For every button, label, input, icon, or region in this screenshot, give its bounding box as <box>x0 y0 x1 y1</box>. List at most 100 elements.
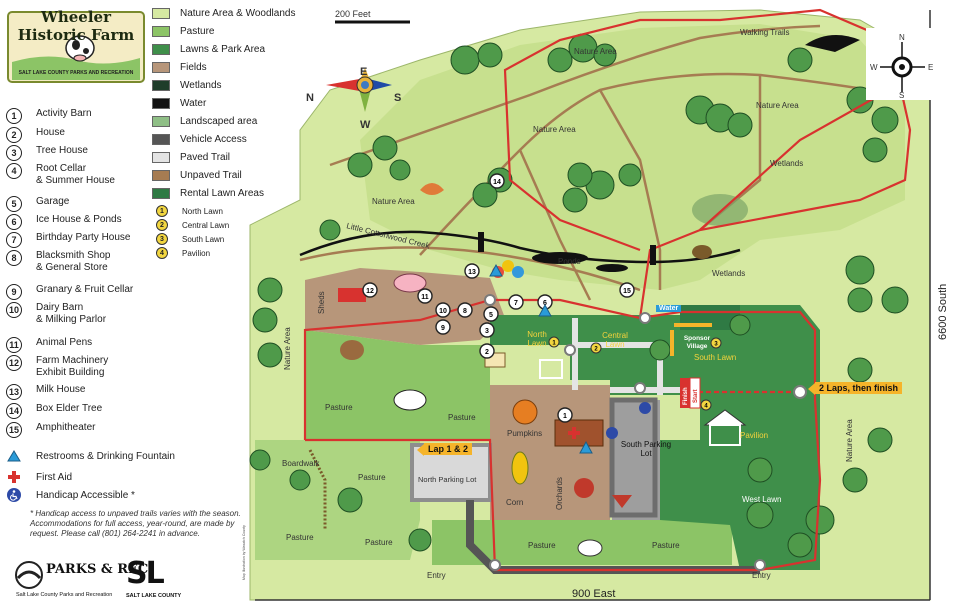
pavilion-base <box>709 424 741 446</box>
boardwalk-path <box>308 449 327 530</box>
label-central-lawn: Central Lawn <box>602 331 628 349</box>
key-label: Activity Barn <box>36 108 92 119</box>
lawn-marker-label-2: 2 <box>594 347 598 353</box>
bridge-west <box>478 232 484 252</box>
label-pasture-6: Pasture <box>528 541 556 550</box>
lawn-marker-label-1: 1 <box>552 341 556 347</box>
wheeler-farm-logo: Wheeler Historic Farm SALT LAKE COUNTY P… <box>6 4 146 84</box>
label-pumpkins: Pumpkins <box>507 429 542 438</box>
lawn-marker-1 <box>548 336 560 348</box>
walking-trail-connector <box>598 89 662 290</box>
bird-silhouette <box>805 35 860 52</box>
key-number: 9 <box>6 284 22 300</box>
pasture-north-west <box>305 330 420 440</box>
key-item-7: 7 Birthday Party House <box>6 232 131 248</box>
label-nature-area-east: Nature Area <box>845 419 854 462</box>
key-item-10: 10 Dairy Barn & Milking Parlor <box>6 302 106 326</box>
lawn-marker-4 <box>700 399 712 411</box>
small-compass-n: N <box>899 33 905 42</box>
map-marker-label-2: 2 <box>485 349 489 356</box>
label-entry-1: Entry <box>427 571 446 580</box>
key-number: 13 <box>6 384 22 400</box>
map-marker-label-3: 3 <box>485 328 489 335</box>
upper-nature-area <box>360 24 905 290</box>
map-marker-label-5: 5 <box>489 312 493 319</box>
map-marker-7 <box>508 294 524 310</box>
compass-w: W <box>360 119 371 131</box>
label-start: Start <box>693 389 699 403</box>
map-marker-5 <box>483 306 499 322</box>
swatch-row: Wetlands <box>152 80 222 91</box>
label-pasture-7: Pasture <box>652 541 680 550</box>
key-label: Birthday Party House <box>36 232 131 243</box>
key-number: 15 <box>6 422 22 438</box>
swatch-label: Water <box>180 98 207 109</box>
swatch-label: Wetlands <box>180 80 222 91</box>
corn-art <box>511 451 529 485</box>
label-finish: Finish <box>683 387 689 405</box>
label-road-900-east: 900 East <box>572 588 615 600</box>
lawn-marker-2 <box>590 342 602 354</box>
small-compass-e: E <box>928 63 933 72</box>
restroom-key: Restrooms & Drinking Fountain <box>6 450 175 462</box>
duck-art <box>692 245 712 259</box>
first-aid-cross-icon <box>6 470 22 484</box>
logo-title: Wheeler Historic Farm <box>17 8 135 44</box>
tree-cluster <box>249 33 909 558</box>
map-marker-label-10: 10 <box>439 308 447 315</box>
salt-lake-county-logo: SL SALT LAKE COUNTY <box>126 556 196 602</box>
lawn-number: 1 <box>156 205 168 217</box>
wetlands-patch <box>692 194 748 226</box>
lawn-label: North Lawn <box>182 206 223 216</box>
small-compass-w: W <box>870 63 878 72</box>
swatch-row: Vehicle Access <box>152 134 247 145</box>
pond-2 <box>596 264 628 272</box>
north-central-lawns <box>490 315 680 395</box>
map-marker-label-12: 12 <box>366 288 374 295</box>
map-marker-11 <box>417 288 433 304</box>
small-compass <box>880 42 925 92</box>
swatch-color <box>152 44 170 55</box>
cherry-art <box>574 478 594 498</box>
map-marker-14 <box>489 173 505 189</box>
label-pasture-1: Pasture <box>325 403 353 412</box>
map-marker-15 <box>619 282 635 298</box>
swatch-color <box>152 188 170 199</box>
south-parking-lot-border <box>609 397 658 518</box>
key-number: 7 <box>6 232 22 248</box>
map-restroom-2 <box>579 440 593 454</box>
bridge-east <box>650 245 656 265</box>
butterfly-art <box>420 183 444 195</box>
key-label: Ice House & Ponds <box>36 214 122 225</box>
key-number: 4 <box>6 163 22 179</box>
swatch-row: Unpaved Trail <box>152 170 242 181</box>
label-north-lawn: North Lawn <box>527 330 547 348</box>
walking-trail-north <box>329 24 821 167</box>
sponsor-village-bar <box>674 323 712 327</box>
map-restroom-1 <box>538 303 552 317</box>
key-number: 10 <box>6 302 22 318</box>
swatch-color <box>152 116 170 127</box>
handicap-label: Handicap Accessible * <box>36 489 135 501</box>
lawn-label: Central Lawn <box>182 220 230 230</box>
map-marker-label-11: 11 <box>421 294 429 301</box>
sl-logo-subtext: SALT LAKE COUNTY <box>126 593 182 599</box>
cow-art <box>393 389 427 411</box>
first-aid-key: First Aid <box>6 470 72 484</box>
label-entry-2: Entry <box>752 571 771 580</box>
compass-n: N <box>306 92 314 104</box>
swatch-color <box>152 8 170 19</box>
sheep-art <box>577 539 603 557</box>
key-label: Dairy Barn & Milking Parlor <box>36 302 107 325</box>
label-boardwalk: Boardwalk <box>282 459 320 468</box>
key-number: 11 <box>6 337 22 353</box>
label-west-lawn: West Lawn <box>742 495 781 504</box>
map-marker-label-15: 15 <box>623 288 631 295</box>
key-label: Blacksmith Shop & General Store <box>36 250 111 273</box>
label-nature-area-upper-right: Nature Area <box>756 101 799 110</box>
